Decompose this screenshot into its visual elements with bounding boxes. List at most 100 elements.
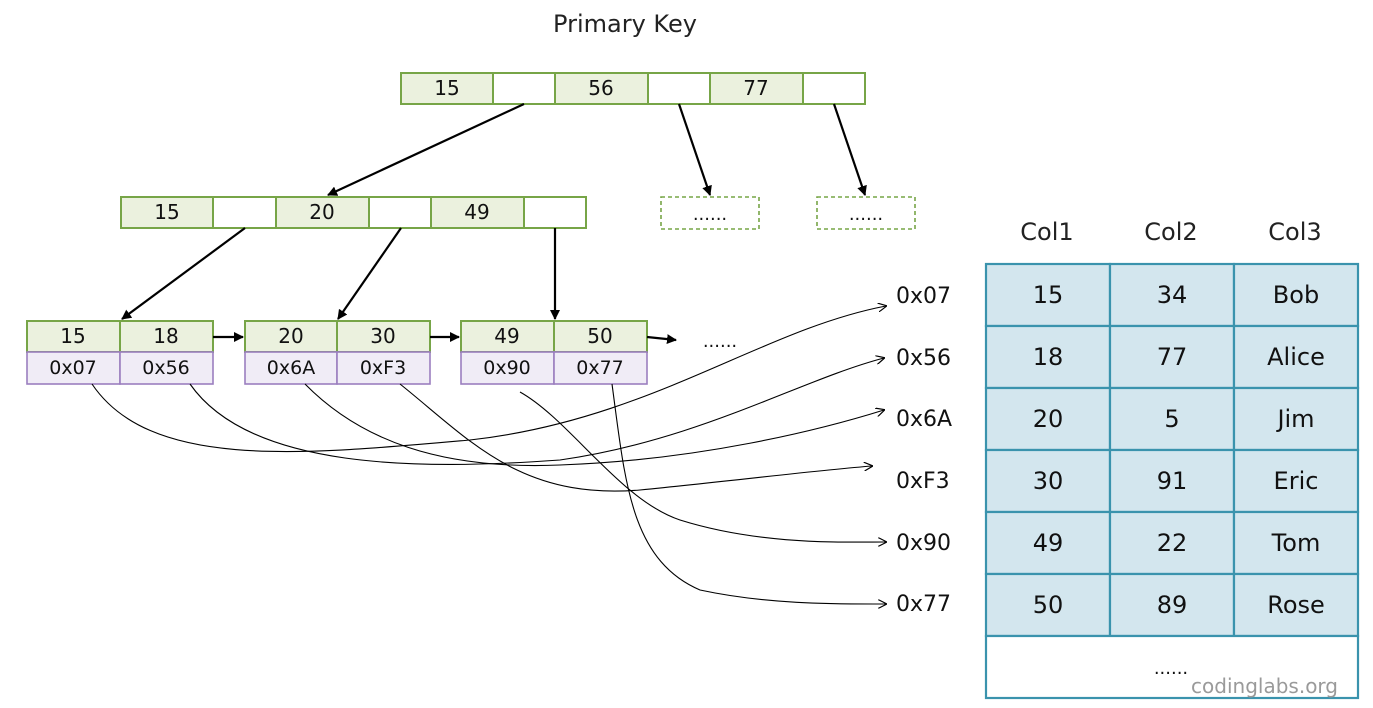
internal-node: 15 20 49	[120, 196, 587, 229]
address-label: 0x6A	[896, 407, 952, 432]
leaf-node: 15 18 0x07 0x56	[26, 320, 214, 385]
table-row: 50 89 Rose	[984, 572, 1360, 638]
leaf-node: 49 50 0x90 0x77	[460, 320, 648, 385]
leaf-key: 30	[370, 324, 395, 348]
root-key-cell	[709, 72, 804, 105]
internal-key: 20	[309, 200, 334, 224]
table-cell-value: 20	[1033, 405, 1064, 433]
leaf-key: 20	[278, 324, 303, 348]
arrow-root-to-placeholder	[832, 103, 867, 196]
leaf-key: 18	[153, 324, 178, 348]
table-cell	[1232, 386, 1360, 452]
table-cell-value: 91	[1157, 467, 1188, 495]
tree-arrows	[121, 103, 867, 345]
table-cell	[1232, 572, 1360, 638]
root-key-cell	[554, 72, 649, 105]
internal-pointer-cell	[212, 196, 277, 229]
placeholder-node: ......	[816, 196, 916, 230]
table-header-cell: Col2	[1144, 218, 1197, 246]
table-cell-value: 50	[1033, 591, 1064, 619]
table-header-cell: Col3	[1268, 218, 1321, 246]
table-row: 49 22 Tom	[984, 510, 1360, 576]
table-cell-value: Alice	[1267, 343, 1325, 371]
internal-key-cell	[275, 196, 370, 229]
table-cell-value: 49	[1033, 529, 1064, 557]
leaf-pointer: 0x77	[576, 357, 624, 379]
leaf-pointer: 0x90	[483, 357, 531, 379]
table-header-cell: Col1	[1020, 218, 1073, 246]
pointer-curve	[189, 358, 884, 465]
table-cell-value: 5	[1164, 405, 1179, 433]
leaf-node: 20 30 0x6A 0xF3	[244, 320, 431, 385]
table-cell-value: Bob	[1273, 281, 1319, 309]
leaf-pointer: 0x56	[142, 357, 190, 379]
leaf-pointer-cell	[460, 351, 555, 385]
root-pointer-cell	[492, 72, 556, 105]
table-cell-value: 18	[1033, 343, 1064, 371]
placeholder-node-box	[660, 196, 760, 230]
diagram-title: Primary Key	[553, 10, 697, 38]
arrow-internal-to-leaf	[337, 227, 402, 320]
leaf-key: 50	[587, 324, 612, 348]
leaf-pointer-cell	[119, 351, 214, 385]
leaf-continuation-label: ......	[703, 331, 737, 352]
leaf-key: 15	[60, 324, 85, 348]
table-cell	[984, 386, 1112, 452]
table-cell-value: 30	[1033, 467, 1064, 495]
root-pointer-cell	[802, 72, 866, 105]
table-cell-value: 15	[1033, 281, 1064, 309]
table-cell	[984, 324, 1112, 390]
table-cell	[1108, 572, 1236, 638]
leaf-pointer: 0xF3	[360, 357, 406, 379]
root-pointer-cell	[647, 72, 711, 105]
table-footer-row	[984, 634, 1360, 700]
internal-key-cell	[430, 196, 525, 229]
root-node: 15 56 77	[400, 72, 866, 105]
placeholder-node-label: ......	[849, 204, 883, 225]
internal-pointer-cell	[368, 196, 432, 229]
table-cell	[1232, 262, 1360, 328]
pointer-curve	[91, 306, 886, 453]
arrow-leaf-link	[646, 334, 677, 345]
placeholder-node-box	[816, 196, 916, 230]
leaf-key: 49	[494, 324, 519, 348]
pointer-curve	[611, 383, 886, 604]
address-label: 0x77	[896, 592, 951, 617]
table-cell	[1108, 386, 1236, 452]
leaf-key-cell	[26, 320, 121, 353]
internal-key: 49	[464, 200, 489, 224]
placeholder-node-label: ......	[693, 204, 727, 225]
address-label: 0x90	[896, 531, 951, 556]
table-cell-value: 22	[1157, 529, 1188, 557]
leaf-pointer-cell	[244, 351, 338, 385]
table-cell-value: Tom	[1271, 529, 1321, 557]
watermark: codinglabs.org	[1191, 674, 1338, 698]
table-cell-value: 34	[1157, 281, 1188, 309]
leaf-pointer-cell	[553, 351, 648, 385]
table-cell	[1232, 448, 1360, 514]
pointer-curve	[519, 391, 886, 542]
root-key: 56	[588, 76, 613, 100]
address-label: 0xF3	[896, 469, 950, 494]
leaf-key-cell	[460, 320, 555, 353]
address-label: 0x07	[896, 284, 951, 309]
table-cell-value: Jim	[1275, 405, 1314, 433]
table-footer-label: ......	[1154, 658, 1188, 679]
pointer-curves	[91, 306, 886, 604]
table-cell-value: 77	[1157, 343, 1188, 371]
placeholder-node: ......	[660, 196, 760, 230]
internal-pointer-cell	[523, 196, 587, 229]
table-cell	[1232, 510, 1360, 576]
address-label: 0x56	[896, 346, 951, 371]
arrow-internal-to-leaf	[121, 227, 246, 320]
table-row: 20 5 Jim	[984, 386, 1360, 452]
table-cell-value: 89	[1157, 591, 1188, 619]
root-key-cell	[400, 72, 494, 105]
leaf-pointer-cell	[26, 351, 121, 385]
address-labels: 0x07 0x56 0x6A 0xF3 0x90 0x77	[896, 284, 952, 617]
table-row: 15 34 Bob	[984, 262, 1360, 328]
pointer-curve	[399, 383, 872, 492]
table-cell-value: Eric	[1274, 467, 1319, 495]
leaf-pointer: 0x6A	[267, 357, 315, 379]
